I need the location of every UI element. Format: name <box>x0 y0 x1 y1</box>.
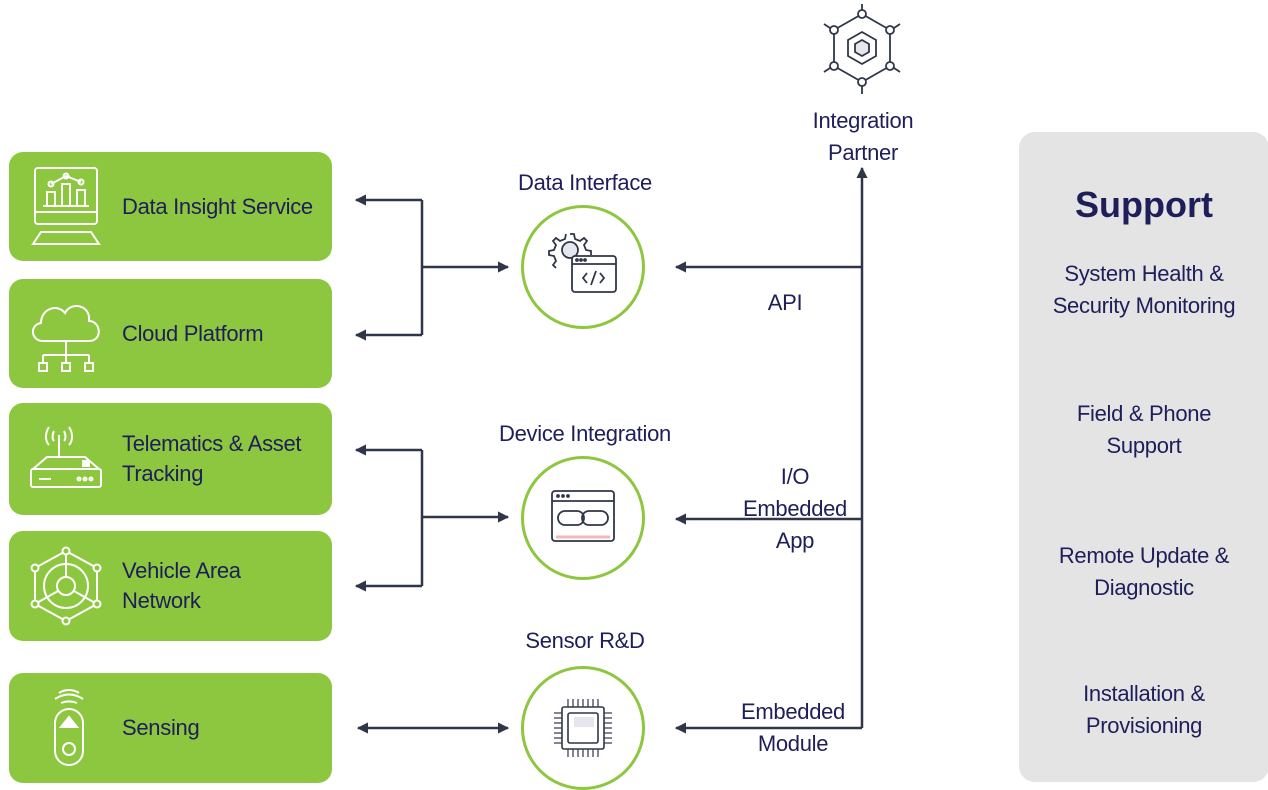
chip-icon <box>554 699 612 757</box>
support-item-line2: Security Monitoring <box>1052 293 1236 318</box>
data-insight-service-box[interactable]: Data Insight Service <box>9 152 332 261</box>
io-label-line2: Embedded <box>742 496 847 521</box>
sensor-rd-node[interactable] <box>521 666 645 790</box>
support-item-field-phone[interactable]: Field & Phone Support <box>1019 398 1268 462</box>
remote-sensor-icon <box>21 683 111 773</box>
module-label-line1: Embedded <box>740 699 845 724</box>
monitor-chart-icon <box>21 162 111 252</box>
data-insight-service-label: Data Insight Service <box>122 193 313 219</box>
telematics-box[interactable]: Telematics & Asset Tracking <box>9 403 332 515</box>
sensing-box[interactable]: Sensing <box>9 673 332 783</box>
support-item-system-health[interactable]: System Health & Security Monitoring <box>1019 258 1268 322</box>
cloud-platform-label: Cloud Platform <box>122 320 264 346</box>
support-item-line2: Diagnostic <box>1094 575 1194 600</box>
integration-partner-line2: Partner <box>827 140 899 165</box>
support-item-line1: System Health & <box>1064 261 1224 286</box>
integration-partner-line1: Integration <box>812 108 914 133</box>
cloud-platform-box[interactable]: Cloud Platform <box>9 279 332 388</box>
cloud-network-icon <box>21 289 111 379</box>
router-icon <box>21 413 111 503</box>
link-window-icon <box>551 490 615 542</box>
support-item-line1: Remote Update & <box>1058 543 1230 568</box>
io-label-line1: I/O <box>780 464 810 489</box>
module-label-line2: Module <box>757 731 829 756</box>
sensing-label: Sensing <box>122 715 200 740</box>
telematics-label: Telematics & Asset Tracking <box>122 431 302 486</box>
hexagon-network-icon <box>21 541 111 631</box>
vehicle-area-network-label: Vehicle Area Network <box>122 558 241 613</box>
support-panel: Support System Health & Security Monitor… <box>1019 132 1268 782</box>
vehicle-area-network-box[interactable]: Vehicle Area Network <box>9 531 332 641</box>
support-item-line2: Provisioning <box>1085 713 1203 738</box>
integration-partner-icon[interactable] <box>812 4 912 100</box>
io-label-line3: App <box>775 528 815 553</box>
api-label: API <box>767 290 803 315</box>
data-interface-title: Data Interface <box>518 170 652 195</box>
support-item-line1: Field & Phone <box>1076 401 1212 426</box>
support-item-line1: Installation & <box>1083 681 1205 706</box>
device-integration-title: Device Integration <box>499 421 671 446</box>
support-item-installation[interactable]: Installation & Provisioning <box>1019 678 1268 742</box>
gear-code-window-icon <box>548 233 617 293</box>
support-title: Support <box>1075 184 1213 225</box>
support-item-remote-update[interactable]: Remote Update & Diagnostic <box>1019 540 1268 604</box>
device-integration-node[interactable] <box>521 456 645 580</box>
sensor-rd-title: Sensor R&D <box>525 628 645 653</box>
data-interface-node[interactable] <box>521 205 645 329</box>
support-item-line2: Support <box>1106 433 1182 458</box>
